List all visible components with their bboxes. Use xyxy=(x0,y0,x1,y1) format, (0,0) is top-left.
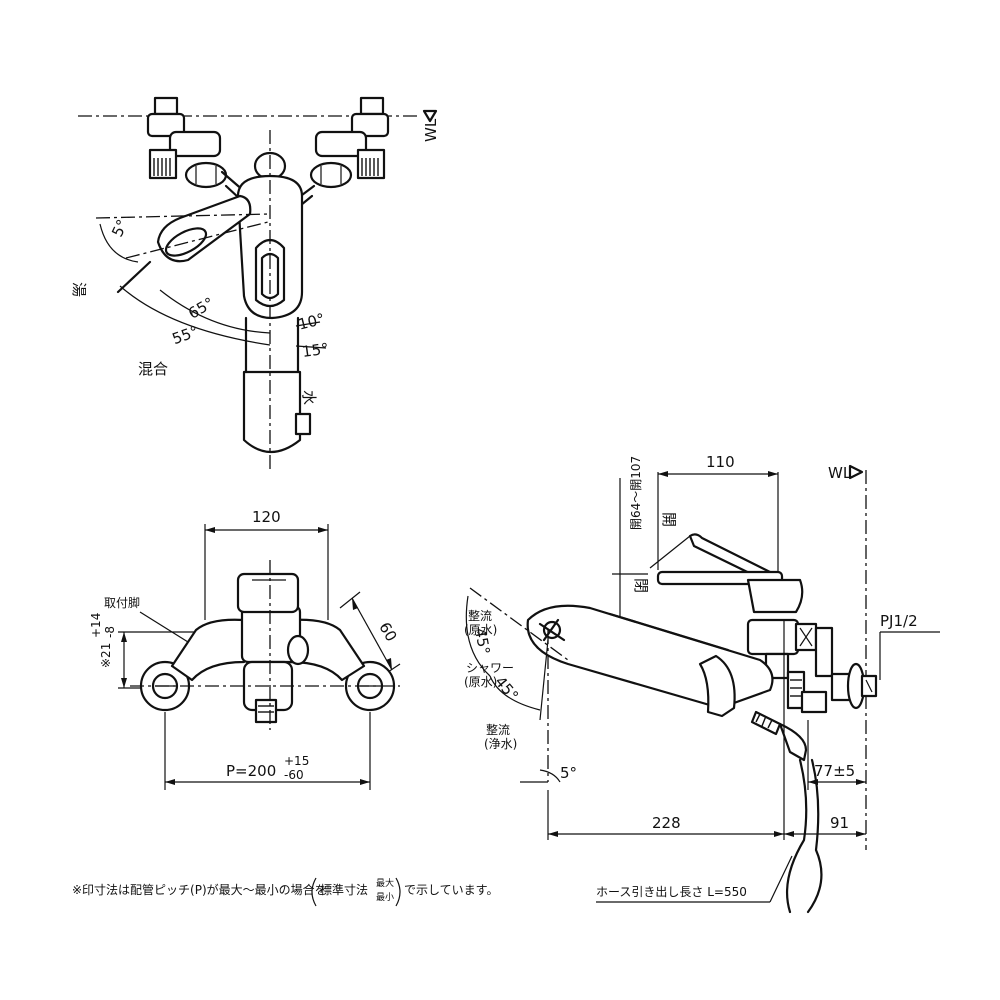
dim-228: 228 xyxy=(652,814,681,832)
footnote-text-5: で示しています。 xyxy=(404,883,498,897)
label-seiryu: 整流 xyxy=(468,608,492,623)
eccentric-plus: +14 xyxy=(89,613,103,638)
pj-label: PJ1/2 xyxy=(880,612,918,630)
side-body xyxy=(746,618,800,656)
handle-range: 開64～開107 xyxy=(629,456,643,530)
label-gensui-2: (原水) xyxy=(464,675,497,689)
angle-65-label: 65° xyxy=(185,294,217,323)
handle-top xyxy=(156,194,252,263)
pitch-minus: -60 xyxy=(284,768,304,782)
dim-77: 77±5 xyxy=(814,762,855,780)
spout-head xyxy=(526,604,774,710)
label-seiryu-2: 整流 xyxy=(486,722,510,737)
side-wl-label: WL xyxy=(828,464,852,482)
dim-110: 110 xyxy=(706,453,735,471)
mount-label: 取付脚 xyxy=(104,595,140,610)
angle-5-label: 5° xyxy=(108,217,132,240)
label-shower: シャワー xyxy=(466,661,514,675)
hot-label: 湯 xyxy=(70,282,88,297)
eccentric-minus: -8 xyxy=(103,626,117,638)
angle-10-label: 10° xyxy=(296,310,326,334)
hose-length: ホース引き出し長さ L=550 xyxy=(596,885,747,899)
mix-label: 混合 xyxy=(138,360,168,378)
eccentric-dim: ※21 xyxy=(99,643,113,668)
front-view: 120 60 取付脚 ※21 +14 -8 xyxy=(89,508,400,790)
wl-marker xyxy=(422,109,438,123)
footnote: ※印寸法は配管ピッチ(P)が最大～最小の場合を 標準寸法 最大 最小 で示してい… xyxy=(72,877,498,907)
pitch-plus: +15 xyxy=(284,754,309,768)
left-wall-connector xyxy=(146,96,228,189)
angle-45a: 45° xyxy=(471,627,493,656)
label-gensui-1: (原水) xyxy=(464,623,497,637)
footnote-text-4: 最小 xyxy=(376,892,394,903)
close-label: 閉 xyxy=(632,578,650,593)
label-jousui: (浄水) xyxy=(484,737,517,751)
open-label: 開 xyxy=(660,512,678,527)
dim-120: 120 xyxy=(252,508,281,526)
footnote-text-2: 標準寸法 xyxy=(320,882,368,897)
right-wall-connector xyxy=(309,96,390,189)
side-angle-5: 5° xyxy=(560,764,577,782)
dim-91: 91 xyxy=(830,814,849,832)
footnote-text-3: 最大 xyxy=(376,877,394,889)
arc-65-55 xyxy=(119,285,271,346)
angle-55-label: 55° xyxy=(170,322,201,348)
arc-5 xyxy=(99,223,139,263)
wl-label: WL xyxy=(422,118,440,142)
cold-label: 水 xyxy=(300,390,318,405)
faucet-body-top xyxy=(236,151,312,453)
left-arm-front xyxy=(170,618,246,682)
top-view: WL xyxy=(70,96,440,470)
footnote-text-1: ※印寸法は配管ピッチ(P)が最大～最小の場合を xyxy=(72,882,327,897)
angle-15-label: 15° xyxy=(301,339,330,361)
dim-60: 60 xyxy=(375,619,400,645)
pitch-dim: P=200 xyxy=(226,762,276,780)
side-view: WL 110 開64～開107 開 閉 PJ1/2 xyxy=(464,453,940,914)
